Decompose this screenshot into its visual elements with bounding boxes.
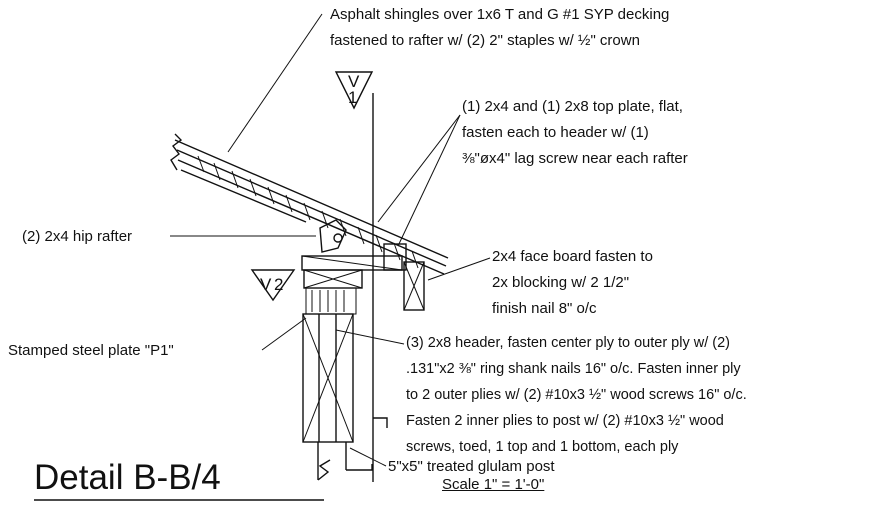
section-tag-upper-letter: V xyxy=(348,72,360,91)
callout-face-board-line: 2x4 face board fasten to xyxy=(492,248,653,265)
scale-note: Scale 1" = 1'-0" xyxy=(442,476,545,493)
callout-steel-plate-line: Stamped steel plate "P1" xyxy=(8,342,174,359)
callout-hip-rafter: (2) 2x4 hip rafter xyxy=(22,224,132,250)
callout-top-plate-line: ⅜"øx4" lag screw near each rafter xyxy=(462,150,688,167)
callout-header-line: Fasten 2 inner plies to post w/ (2) #10x… xyxy=(406,413,724,429)
section-tag-lower xyxy=(250,269,296,302)
callout-face-board: 2x4 face board fasten to 2x blocking w/ … xyxy=(492,244,653,322)
steel-plate xyxy=(305,287,357,315)
callout-header-line: to 2 outer plies w/ (2) #10x3 ½" wood sc… xyxy=(406,387,747,403)
callout-steel-plate: Stamped steel plate "P1" xyxy=(8,338,174,364)
callout-face-board-line: 2x blocking w/ 2 1/2" xyxy=(492,274,630,291)
section-tag-upper-number: 1 xyxy=(348,88,357,107)
top-plate xyxy=(301,255,403,289)
face-board xyxy=(403,261,425,311)
callout-header-line: (3) 2x8 header, fasten center ply to out… xyxy=(406,335,730,351)
callout-top-plate: (1) 2x4 and (1) 2x8 top plate, flat, fas… xyxy=(462,94,688,172)
leader-lines xyxy=(170,13,491,467)
callout-header-line: .131"x2 ⅜" ring shank nails 16" o/c. Fas… xyxy=(406,361,741,377)
section-tag-lower-letter: V xyxy=(260,275,272,294)
callout-post-line: 5"x5" treated glulam post xyxy=(388,458,555,475)
section-tag-upper xyxy=(334,71,374,110)
callout-face-board-line: finish nail 8" o/c xyxy=(492,300,597,317)
callout-post: 5"x5" treated glulam post xyxy=(388,454,555,480)
roof-assembly xyxy=(170,133,449,275)
header xyxy=(302,313,354,443)
glulam-post xyxy=(317,442,373,481)
callout-header: (3) 2x8 header, fasten center ply to out… xyxy=(406,330,747,460)
callout-header-line: screws, toed, 1 top and 1 bottom, each p… xyxy=(406,439,679,455)
detail-title: Detail B-B/4 xyxy=(34,458,221,497)
callout-shingles-line: Asphalt shingles over 1x6 T and G #1 SYP… xyxy=(330,6,670,23)
callout-top-plate-line: fasten each to header w/ (1) xyxy=(462,124,649,141)
section-tag-lower-number: 2 xyxy=(274,275,283,294)
callout-top-plate-line: (1) 2x4 and (1) 2x8 top plate, flat, xyxy=(462,98,683,115)
callout-shingles: Asphalt shingles over 1x6 T and G #1 SYP… xyxy=(330,2,669,54)
callout-hip-rafter-line: (2) 2x4 hip rafter xyxy=(22,228,133,245)
callout-shingles-line: fastened to rafter w/ (2) 2" staples w/ … xyxy=(330,32,640,49)
